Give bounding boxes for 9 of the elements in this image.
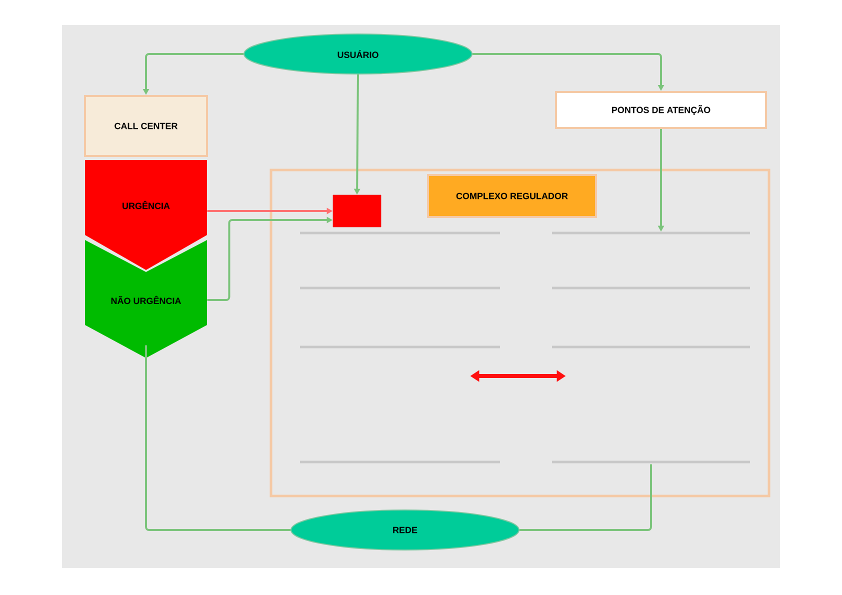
label-box: COMPLEXO REGULADOR xyxy=(427,174,597,218)
ellipse-node: USUÁRIO xyxy=(244,34,472,74)
label-box: CALL CENTER xyxy=(84,95,208,157)
frame-box xyxy=(270,168,770,498)
text-column xyxy=(300,232,500,464)
label-box xyxy=(332,194,382,228)
text-column xyxy=(552,232,750,464)
ellipse-node: REDE xyxy=(290,510,520,550)
label-box: PONTOS DE ATENÇÃO xyxy=(555,91,767,129)
